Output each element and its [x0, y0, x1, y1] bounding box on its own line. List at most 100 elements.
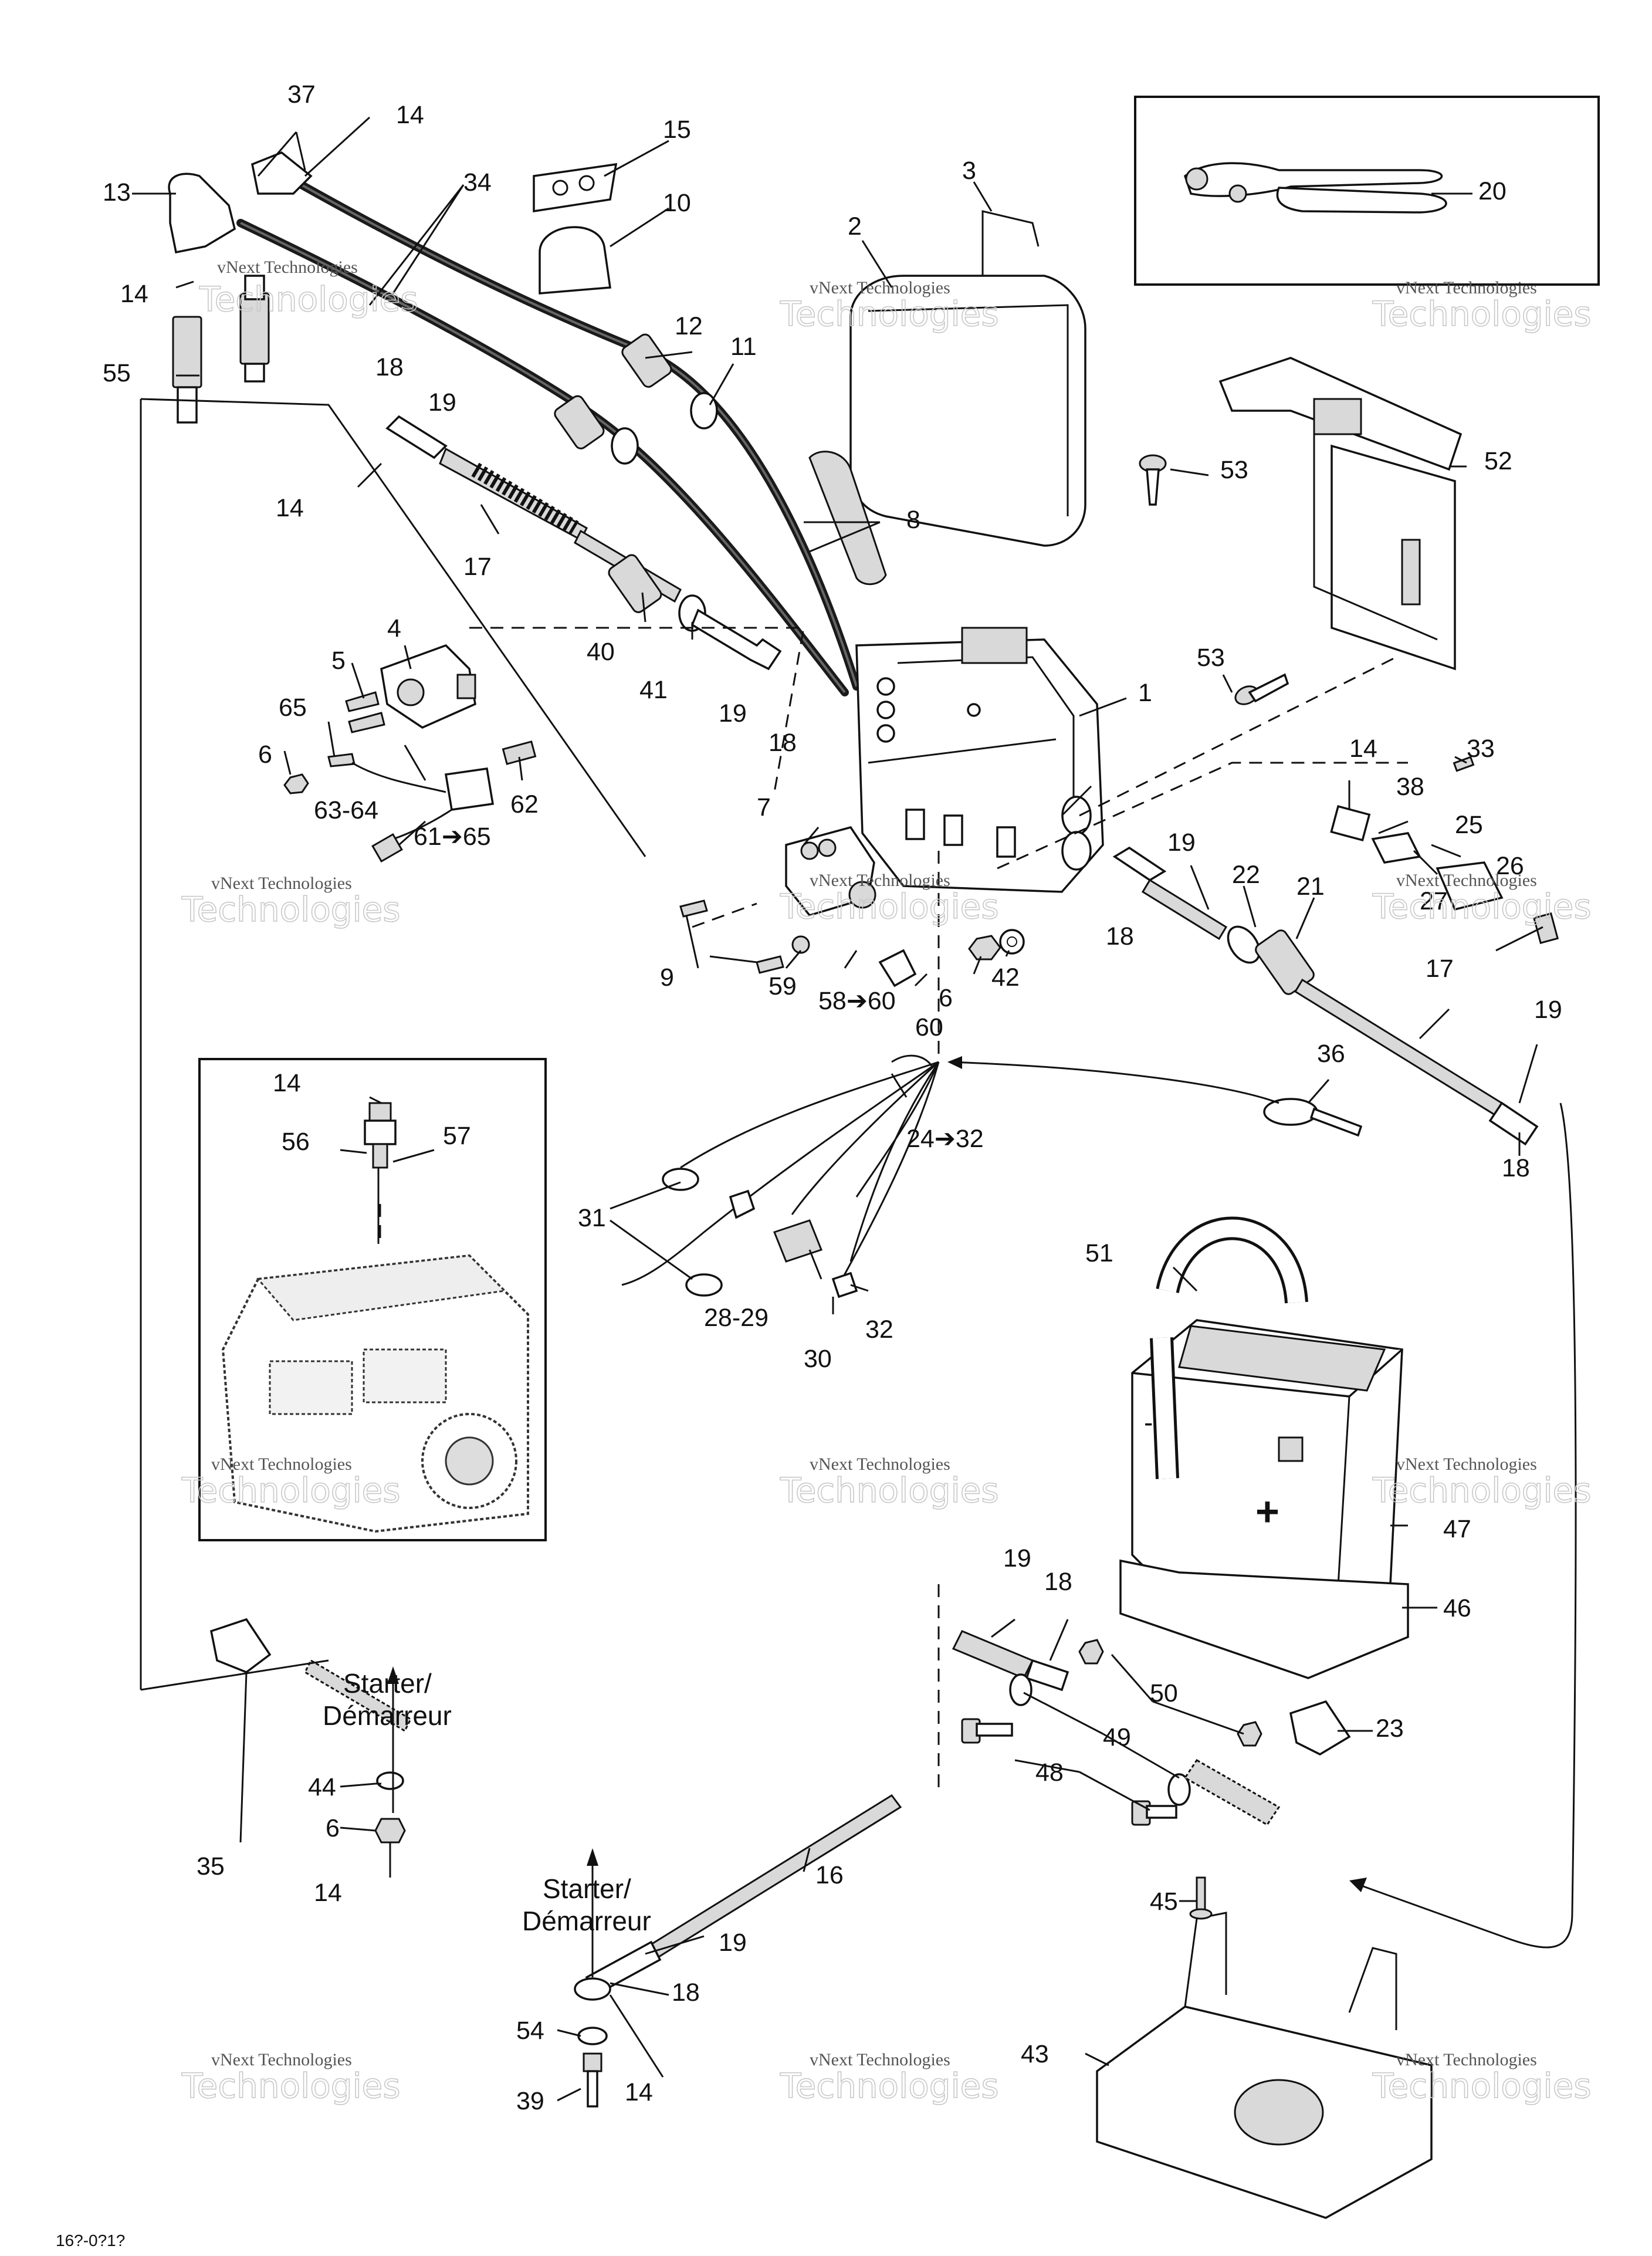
- callout-39: 39: [516, 2087, 544, 2115]
- callout-14f: 14: [314, 1879, 342, 1907]
- electrical-box-1: [855, 627, 1104, 893]
- sensor-56: [364, 1102, 397, 1169]
- callout-12: 12: [675, 312, 703, 340]
- callout-46: 46: [1443, 1594, 1471, 1622]
- callout-49: 49: [1103, 1723, 1131, 1751]
- callout-62: 62: [510, 790, 539, 818]
- callout-6b: 6: [939, 984, 953, 1012]
- watermark-outline: Technologies: [1372, 2066, 1592, 2106]
- nut-washer-6-42: [968, 929, 1025, 960]
- callout-31: 31: [578, 1204, 606, 1232]
- callout-18a: 18: [375, 353, 404, 381]
- cable-tie-36: [1263, 1098, 1363, 1137]
- watermark-text: vNext Technologies: [1396, 278, 1537, 297]
- starter-mid-line1: Starter/: [543, 1873, 631, 1904]
- cable-17-upper: [385, 415, 782, 671]
- fuse-62: [502, 740, 537, 765]
- callout-17a: 17: [463, 553, 492, 581]
- connector-25-38: [1330, 756, 1559, 944]
- callout-56: 56: [282, 1128, 310, 1156]
- watermark-outline: Technologies: [1372, 887, 1592, 926]
- callout-19e: 19: [1003, 1544, 1031, 1572]
- watermark-text: vNext Technologies: [211, 874, 352, 893]
- watermark-outline: Technologies: [780, 1470, 999, 1510]
- callout-51: 51: [1085, 1239, 1113, 1267]
- washer-bolt-54-39: [577, 2027, 608, 2108]
- cap-60: [878, 949, 917, 987]
- washer-nut-44-6: [374, 1771, 406, 1844]
- callout-3: 3: [962, 157, 976, 185]
- callout-34: 34: [463, 168, 492, 197]
- starter-label-mid: Starter/ Démarreur: [522, 1873, 651, 1936]
- callout-38: 38: [1396, 773, 1424, 801]
- callout-18f: 18: [672, 1978, 700, 2007]
- callout-37: 37: [287, 80, 316, 109]
- callout-8: 8: [906, 506, 920, 534]
- callout-40: 40: [587, 638, 615, 666]
- callout-58: 58➔60: [818, 987, 896, 1015]
- callout-28-29: 28-29: [704, 1304, 769, 1332]
- watermark-text: vNext Technologies: [211, 2050, 352, 2069]
- cable-end-19-18-lower: [952, 1630, 1069, 1692]
- callout-18e: 18: [1044, 1568, 1072, 1596]
- battery-cable-16: [574, 1794, 902, 2001]
- callout-30: 30: [804, 1345, 832, 1373]
- callout-24-32: 24➔32: [906, 1125, 984, 1153]
- watermark-text: vNext Technologies: [810, 871, 950, 890]
- callout-18d: 18: [1502, 1154, 1530, 1182]
- callout-41: 41: [639, 676, 668, 704]
- support-bracket-52: [1218, 357, 1463, 671]
- sleeve-8: [808, 451, 887, 586]
- watermarks: vNext Technologies Technologies vNext Te…: [181, 258, 1592, 2106]
- washers-49: [1009, 1673, 1191, 1806]
- callout-22: 22: [1232, 861, 1260, 889]
- callout-11: 11: [730, 333, 757, 361]
- starter-mid-line2: Démarreur: [522, 1906, 651, 1936]
- callout-50: 50: [1150, 1679, 1178, 1707]
- callout-44: 44: [308, 1773, 336, 1801]
- watermark-text: vNext Technologies: [217, 258, 358, 277]
- callout-35: 35: [197, 1852, 225, 1880]
- push-pin-53-top: [1139, 454, 1167, 506]
- cable-clip-10: [539, 226, 611, 295]
- callout-16: 16: [815, 1861, 844, 1889]
- callout-6a: 6: [258, 740, 272, 769]
- watermark-text: vNext Technologies: [211, 1455, 352, 1474]
- boot-23: [1183, 1700, 1351, 1826]
- battery-47: - +: [1131, 1319, 1403, 1597]
- callout-59: 59: [769, 972, 797, 1000]
- starter-label-left: Starter/ Démarreur: [323, 1668, 452, 1731]
- watermark-text: vNext Technologies: [810, 1455, 950, 1474]
- watermark-text: vNext Technologies: [1396, 2050, 1537, 2069]
- callout-18b: 18: [769, 729, 797, 757]
- push-pin-53-mid: [1234, 673, 1289, 705]
- callout-13: 13: [103, 178, 131, 207]
- watermark-text: vNext Technologies: [810, 2050, 950, 2069]
- footer-code: 16?-0?1?: [56, 2231, 125, 2250]
- callout-14b: 14: [120, 280, 148, 308]
- callout-25: 25: [1455, 811, 1483, 839]
- callout-55: 55: [103, 359, 131, 387]
- callout-14c: 14: [276, 494, 304, 522]
- watermark-text: vNext Technologies: [1396, 1455, 1537, 1474]
- callout-19c: 19: [1167, 828, 1196, 857]
- callout-19d: 19: [1534, 996, 1562, 1024]
- cable-holder-15: [533, 163, 618, 213]
- starter-left-line2: Démarreur: [323, 1700, 452, 1731]
- watermark-text: vNext Technologies: [810, 278, 950, 297]
- screw-59: [791, 935, 810, 954]
- callout-45: 45: [1150, 1888, 1178, 1916]
- callout-2: 2: [848, 212, 862, 241]
- callout-36: 36: [1317, 1040, 1345, 1068]
- callout-33: 33: [1467, 735, 1495, 763]
- callout-21: 21: [1296, 872, 1325, 901]
- callout-61: 61➔65: [414, 823, 491, 851]
- callout-4: 4: [387, 614, 401, 642]
- callout-32: 32: [865, 1315, 893, 1344]
- battery-minus-sign: -: [1144, 1407, 1153, 1438]
- engine-inset-frame: [198, 1058, 547, 1541]
- nuts-50: [1078, 1639, 1262, 1747]
- screws-9: [679, 899, 784, 974]
- watermark-outline: Technologies: [1372, 294, 1592, 334]
- cable-17-right: [1112, 846, 1539, 1146]
